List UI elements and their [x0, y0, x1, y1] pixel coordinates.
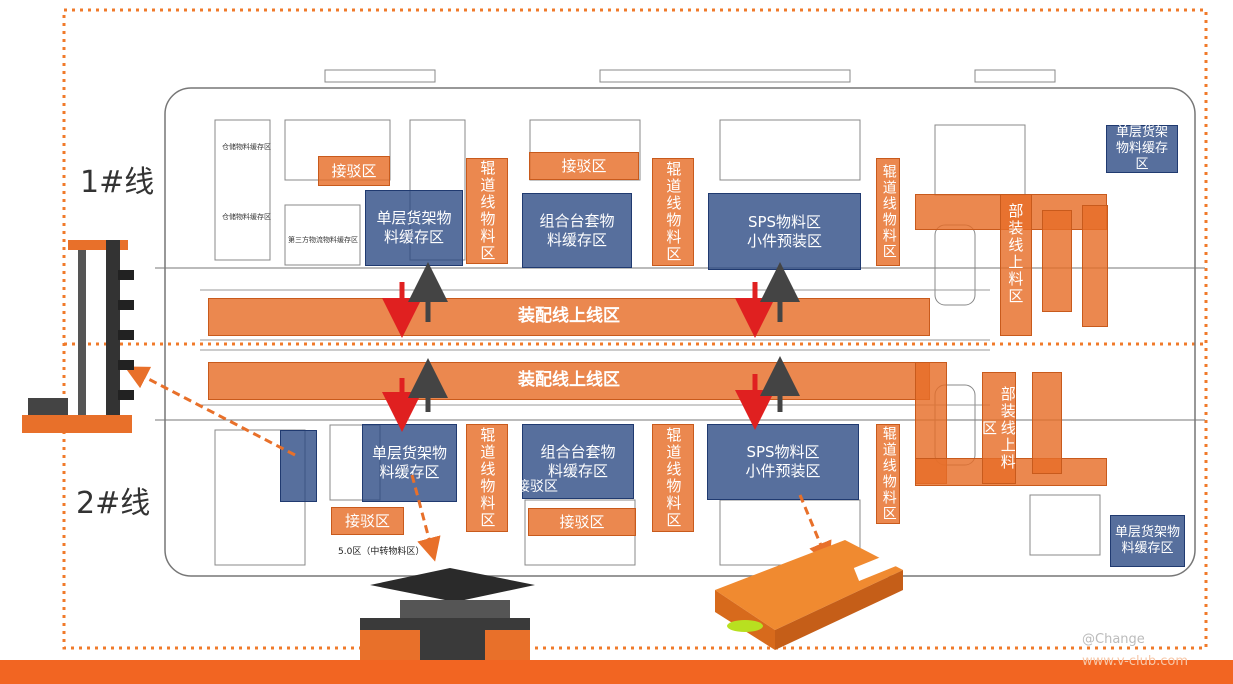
latent-agv-illustration: [715, 540, 903, 650]
lift-agv-illustration: [360, 568, 535, 660]
bottom-sps-zone: SPS物料区小件预装区: [707, 424, 859, 500]
watermark-handle: @Change: [1082, 632, 1145, 647]
bottom-combo-buffer: 组合台套物料缓存区: [522, 424, 634, 499]
top-roller-3: 辊道线物料区: [876, 158, 900, 266]
footer-bar: [0, 660, 1233, 684]
top-subassembly-stem: [1000, 194, 1032, 336]
bottom-roller-3: 辊道线物料区: [876, 424, 900, 524]
plan-text-3: 第三方物流物料缓存区: [288, 236, 358, 244]
top-roller-2: 辊道线物料区: [652, 158, 694, 266]
bottom-assembly-line-zone: 装配线上线区: [208, 362, 930, 400]
top-subassembly-fin-2: [1082, 205, 1108, 327]
bottom-shelf-buffer: 单层货架物料缓存区: [362, 424, 457, 502]
stacker-robot-illustration: [22, 240, 134, 433]
bottom-receiving-mid: 接驳区: [528, 508, 636, 536]
bottom-receiving-left: 接驳区: [331, 507, 404, 535]
top-receiving-left: 接驳区: [318, 156, 390, 186]
plan-text-4: 5.0区（中转物料区）: [338, 547, 425, 557]
top-assembly-line-zone: 装配线上线区: [208, 298, 930, 336]
watermark-url: www.v-club.com: [1082, 654, 1189, 669]
top-right-shelf-buffer: 单层货架物料缓存区: [1106, 125, 1178, 173]
bottom-roller-2: 辊道线物料区: [652, 424, 694, 532]
bottom-left-buffer-block: [280, 430, 317, 502]
plan-text-1: 仓储物料缓存区: [222, 143, 271, 151]
top-roller-1: 辊道线物料区: [466, 158, 508, 264]
line-2-label: 2#线: [76, 486, 151, 521]
top-combo-buffer: 组合台套物料缓存区: [522, 193, 632, 268]
bottom-right-shelf-buffer: 单层货架物料缓存区: [1110, 515, 1185, 567]
bottom-roller-1: 辊道线物料区: [466, 424, 508, 532]
bottom-subassembly-label: 部装线上料区: [980, 385, 1017, 471]
bottom-receiving-inline: 接驳区: [516, 479, 558, 495]
top-subassembly-label: 部装线上料区: [1006, 203, 1025, 305]
line-1-label: 1#线: [80, 165, 155, 200]
top-sps-zone: SPS物料区小件预装区: [708, 193, 861, 270]
top-subassembly-fin-1: [1042, 210, 1072, 312]
bottom-subassembly-fin: [1032, 372, 1062, 474]
top-receiving-mid: 接驳区: [529, 152, 639, 180]
plan-text-2: 仓储物料缓存区: [222, 213, 271, 221]
top-shelf-buffer: 单层货架物料缓存区: [365, 190, 463, 266]
bottom-subassembly-stem: [982, 372, 1016, 484]
